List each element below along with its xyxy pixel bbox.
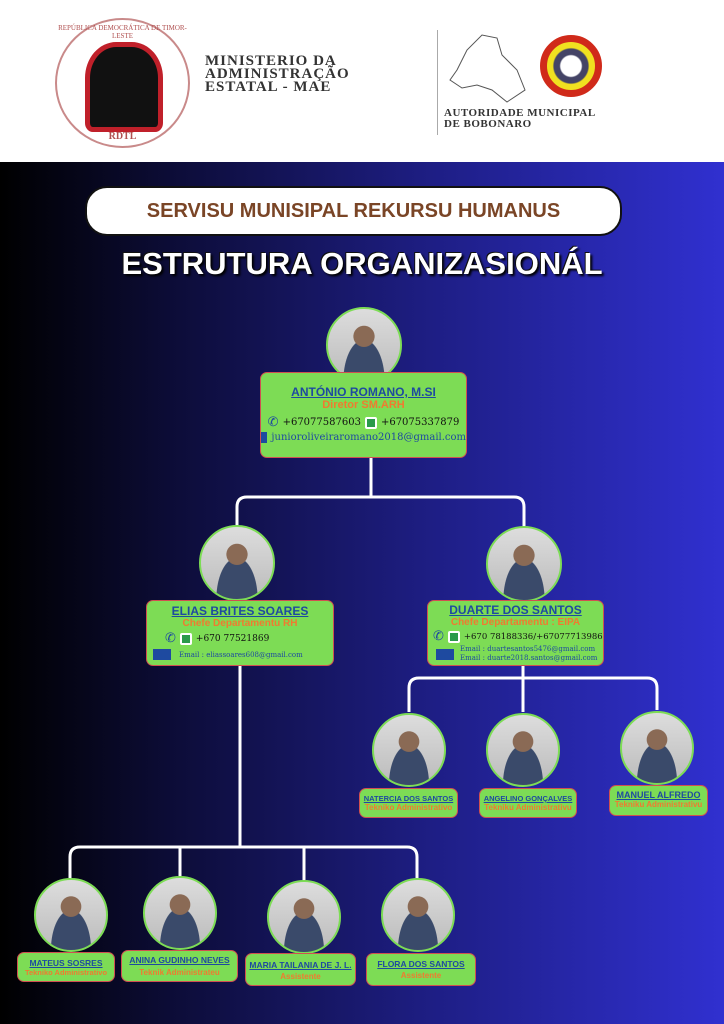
email: Email : duarte2018.santos@gmail.com (460, 654, 598, 662)
staff-card: FLORA DOS SANTOS Assistente (366, 953, 476, 986)
head-photo (199, 525, 275, 601)
person-name: MATEUS SOSRES (29, 958, 103, 968)
staff-photo (486, 713, 560, 787)
head-photo (486, 526, 562, 602)
seal-abbrev: RDTL (108, 131, 137, 142)
phone-number: +67077587603 (282, 417, 361, 428)
connector (235, 495, 526, 526)
email-icon (153, 649, 171, 660)
email-icon (261, 432, 268, 443)
staff-photo (381, 878, 455, 952)
municipal-emblem-icon (540, 35, 602, 97)
person-role: Tekniku Administrativu (484, 803, 572, 812)
person-role: Diretor SM.ARH (322, 399, 405, 411)
shield-icon (85, 42, 163, 132)
ministry-name: MINISTERIO DA ADMINISTRAÇÃO ESTATAL - MA… (205, 53, 350, 95)
person-name: ANTÓNIO ROMANO, M.SI (291, 385, 436, 399)
person-name: ELIAS BRITES SOARES (171, 604, 309, 618)
department-title: SERVISU MUNISIPAL REKURSU HUMANUS (85, 186, 622, 236)
person-role: Tekniku Administrativu (614, 800, 703, 809)
director-card: ANTÓNIO ROMANO, M.SI Diretor SM.ARH ✆ +6… (260, 372, 467, 458)
staff-card: NATERCIA DOS SANTOS Tekniko Administrati… (359, 788, 458, 818)
org-chart-background (0, 162, 724, 1024)
phone-number: +670 77521869 (195, 633, 270, 644)
staff-card: ANGELINO GONÇALVES Tekniku Administrativ… (479, 788, 577, 818)
head-card-eipa: DUARTE DOS SANTOS Chefe Departamentu : E… (427, 600, 604, 666)
email: Email : duartesantos5476@gmail.com (460, 645, 596, 653)
authority-name: AUTORIDADE MUNICIPAL DE BOBONARO (444, 108, 596, 130)
phone-icon: ✆ (433, 629, 444, 644)
connector (68, 845, 419, 878)
person-role: Tekniko Administrativo (24, 968, 108, 977)
authority-line: DE BOBONARO (444, 118, 532, 130)
person-role: Tekniko Administrativo (364, 803, 453, 812)
person-name: MARIA TAILANIA DE J. L. (249, 960, 352, 970)
letterhead: REPÚBLICA DEMOCRÁTICA DE TIMOR-LESTE RDT… (0, 0, 724, 162)
connector (178, 847, 306, 880)
email: junioroliveiraromano2018@gmail.com (271, 432, 466, 443)
person-name: FLORA DOS SANTOS (377, 959, 465, 969)
email-icon (436, 648, 454, 660)
staff-photo (34, 878, 108, 952)
staff-photo (620, 711, 694, 785)
person-role: Chefe Departamentu RH (182, 618, 298, 629)
person-name: ANGELINO GONÇALVES (483, 794, 573, 803)
staff-photo (267, 880, 341, 954)
person-role: Assistente (400, 971, 442, 980)
ministry-line: ESTATAL - MAE (205, 79, 332, 95)
authority-line: AUTORIDADE MUNICIPAL (444, 107, 596, 119)
email: Email : eliassoares608@gmail.com (179, 650, 303, 659)
page-heading: ESTRUTURA ORGANIZASIONÁL (121, 246, 603, 281)
bobonaro-map-icon (449, 34, 526, 103)
ministry-line: MINISTERIO DA (205, 53, 337, 69)
staff-photo (143, 876, 217, 950)
staff-card: ANINA GUDINHO NEVES Teknik Administrateu (121, 950, 238, 982)
head-card-rh: ELIAS BRITES SOARES Chefe Departamentu R… (146, 600, 334, 666)
person-role: Chefe Departamentu : EIPA (450, 617, 581, 628)
phone-number: +670 78188336/+67077713986 (463, 631, 603, 642)
seal-text: REPÚBLICA DEMOCRÁTICA DE TIMOR-LESTE (58, 24, 187, 40)
ministry-line: ADMINISTRAÇÃO (205, 66, 350, 82)
whatsapp-icon (179, 632, 192, 645)
person-name: ANINA GUDINHO NEVES (129, 955, 230, 965)
connector (407, 676, 659, 712)
divider (437, 30, 438, 135)
person-role: Assistente (280, 972, 321, 981)
whatsapp-icon (447, 630, 460, 643)
staff-card: MATEUS SOSRES Tekniko Administrativo (17, 952, 115, 982)
staff-photo (372, 713, 446, 787)
person-name: MANUEL ALFREDO (616, 790, 701, 800)
person-name: DUARTE DOS SANTOS (449, 603, 582, 617)
staff-card: MANUEL ALFREDO Tekniku Administrativu (609, 785, 708, 816)
phone-icon: ✆ (267, 415, 279, 430)
rdtl-seal-logo: REPÚBLICA DEMOCRÁTICA DE TIMOR-LESTE RDT… (55, 18, 190, 148)
person-role: Teknik Administrateu (139, 968, 220, 977)
phone-icon: ✆ (165, 631, 176, 646)
staff-card: MARIA TAILANIA DE J. L. Assistente (245, 953, 356, 986)
person-name: NATERCIA DOS SANTOS (363, 794, 454, 803)
whatsapp-number: +67075337879 (380, 417, 460, 428)
whatsapp-icon (364, 416, 377, 429)
